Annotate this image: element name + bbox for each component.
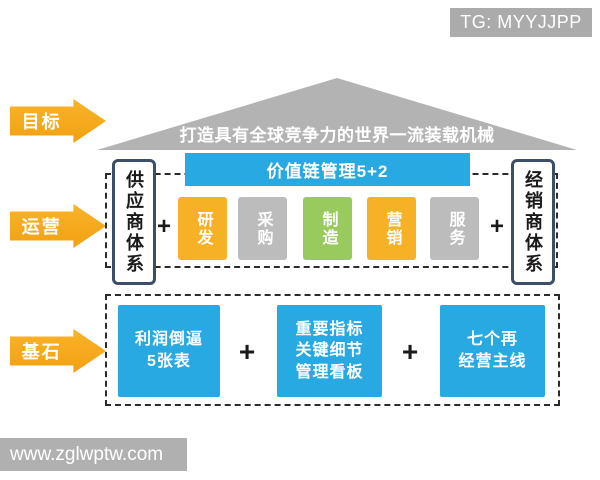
row-arrow-operations-label: 运营 bbox=[21, 217, 62, 237]
row-arrow-foundation: 基石 bbox=[10, 329, 106, 373]
tg-watermark-banner: TG: MYYJJPP bbox=[450, 8, 592, 37]
site-watermark-text: www.zglwptw.com bbox=[10, 443, 164, 465]
supplier-system-box: 供应商体系 bbox=[112, 159, 156, 285]
chain-box-procurement: 采购 bbox=[238, 197, 287, 260]
site-watermark-banner: www.zglwptw.com bbox=[0, 438, 187, 471]
value-chain-header: 价值链管理5+2 bbox=[185, 153, 470, 186]
goal-roof-text: 打造具有全球竞争力的世界一流装载机械 bbox=[179, 126, 495, 145]
goal-roof-triangle: 打造具有全球竞争力的世界一流装载机械 bbox=[97, 78, 577, 150]
foundation-box-profit-tables: 利润倒逼 5张表 bbox=[118, 305, 220, 397]
chain-box-service: 服务 bbox=[430, 197, 479, 260]
chain-box-rd: 研发 bbox=[178, 197, 227, 260]
chain-box-manufacturing: 制造 bbox=[303, 197, 352, 260]
plus-sign-foundation-2: + bbox=[401, 336, 419, 367]
row-arrow-operations: 运营 bbox=[10, 204, 106, 248]
chain-box-marketing: 营销 bbox=[367, 197, 416, 260]
plus-sign-dealer: + bbox=[489, 213, 504, 240]
row-arrow-goal: 目标 bbox=[10, 99, 106, 143]
row-arrow-foundation-label: 基石 bbox=[21, 342, 62, 362]
tg-watermark-text: TG: MYYJJPP bbox=[460, 12, 582, 32]
foundation-box-kpi-dashboard: 重要指标 关键细节 管理看板 bbox=[277, 305, 382, 397]
row-arrow-goal-label: 目标 bbox=[21, 112, 62, 132]
value-chain-title: 价值链管理5+2 bbox=[266, 162, 389, 181]
plus-sign-foundation-1: + bbox=[238, 336, 256, 367]
foundation-box-seven-mainlines: 七个再 经营主线 bbox=[440, 305, 545, 397]
dealer-system-box: 经销商体系 bbox=[511, 159, 555, 285]
foundation-dashed-frame bbox=[105, 294, 560, 406]
plus-sign-supplier: + bbox=[156, 213, 171, 240]
